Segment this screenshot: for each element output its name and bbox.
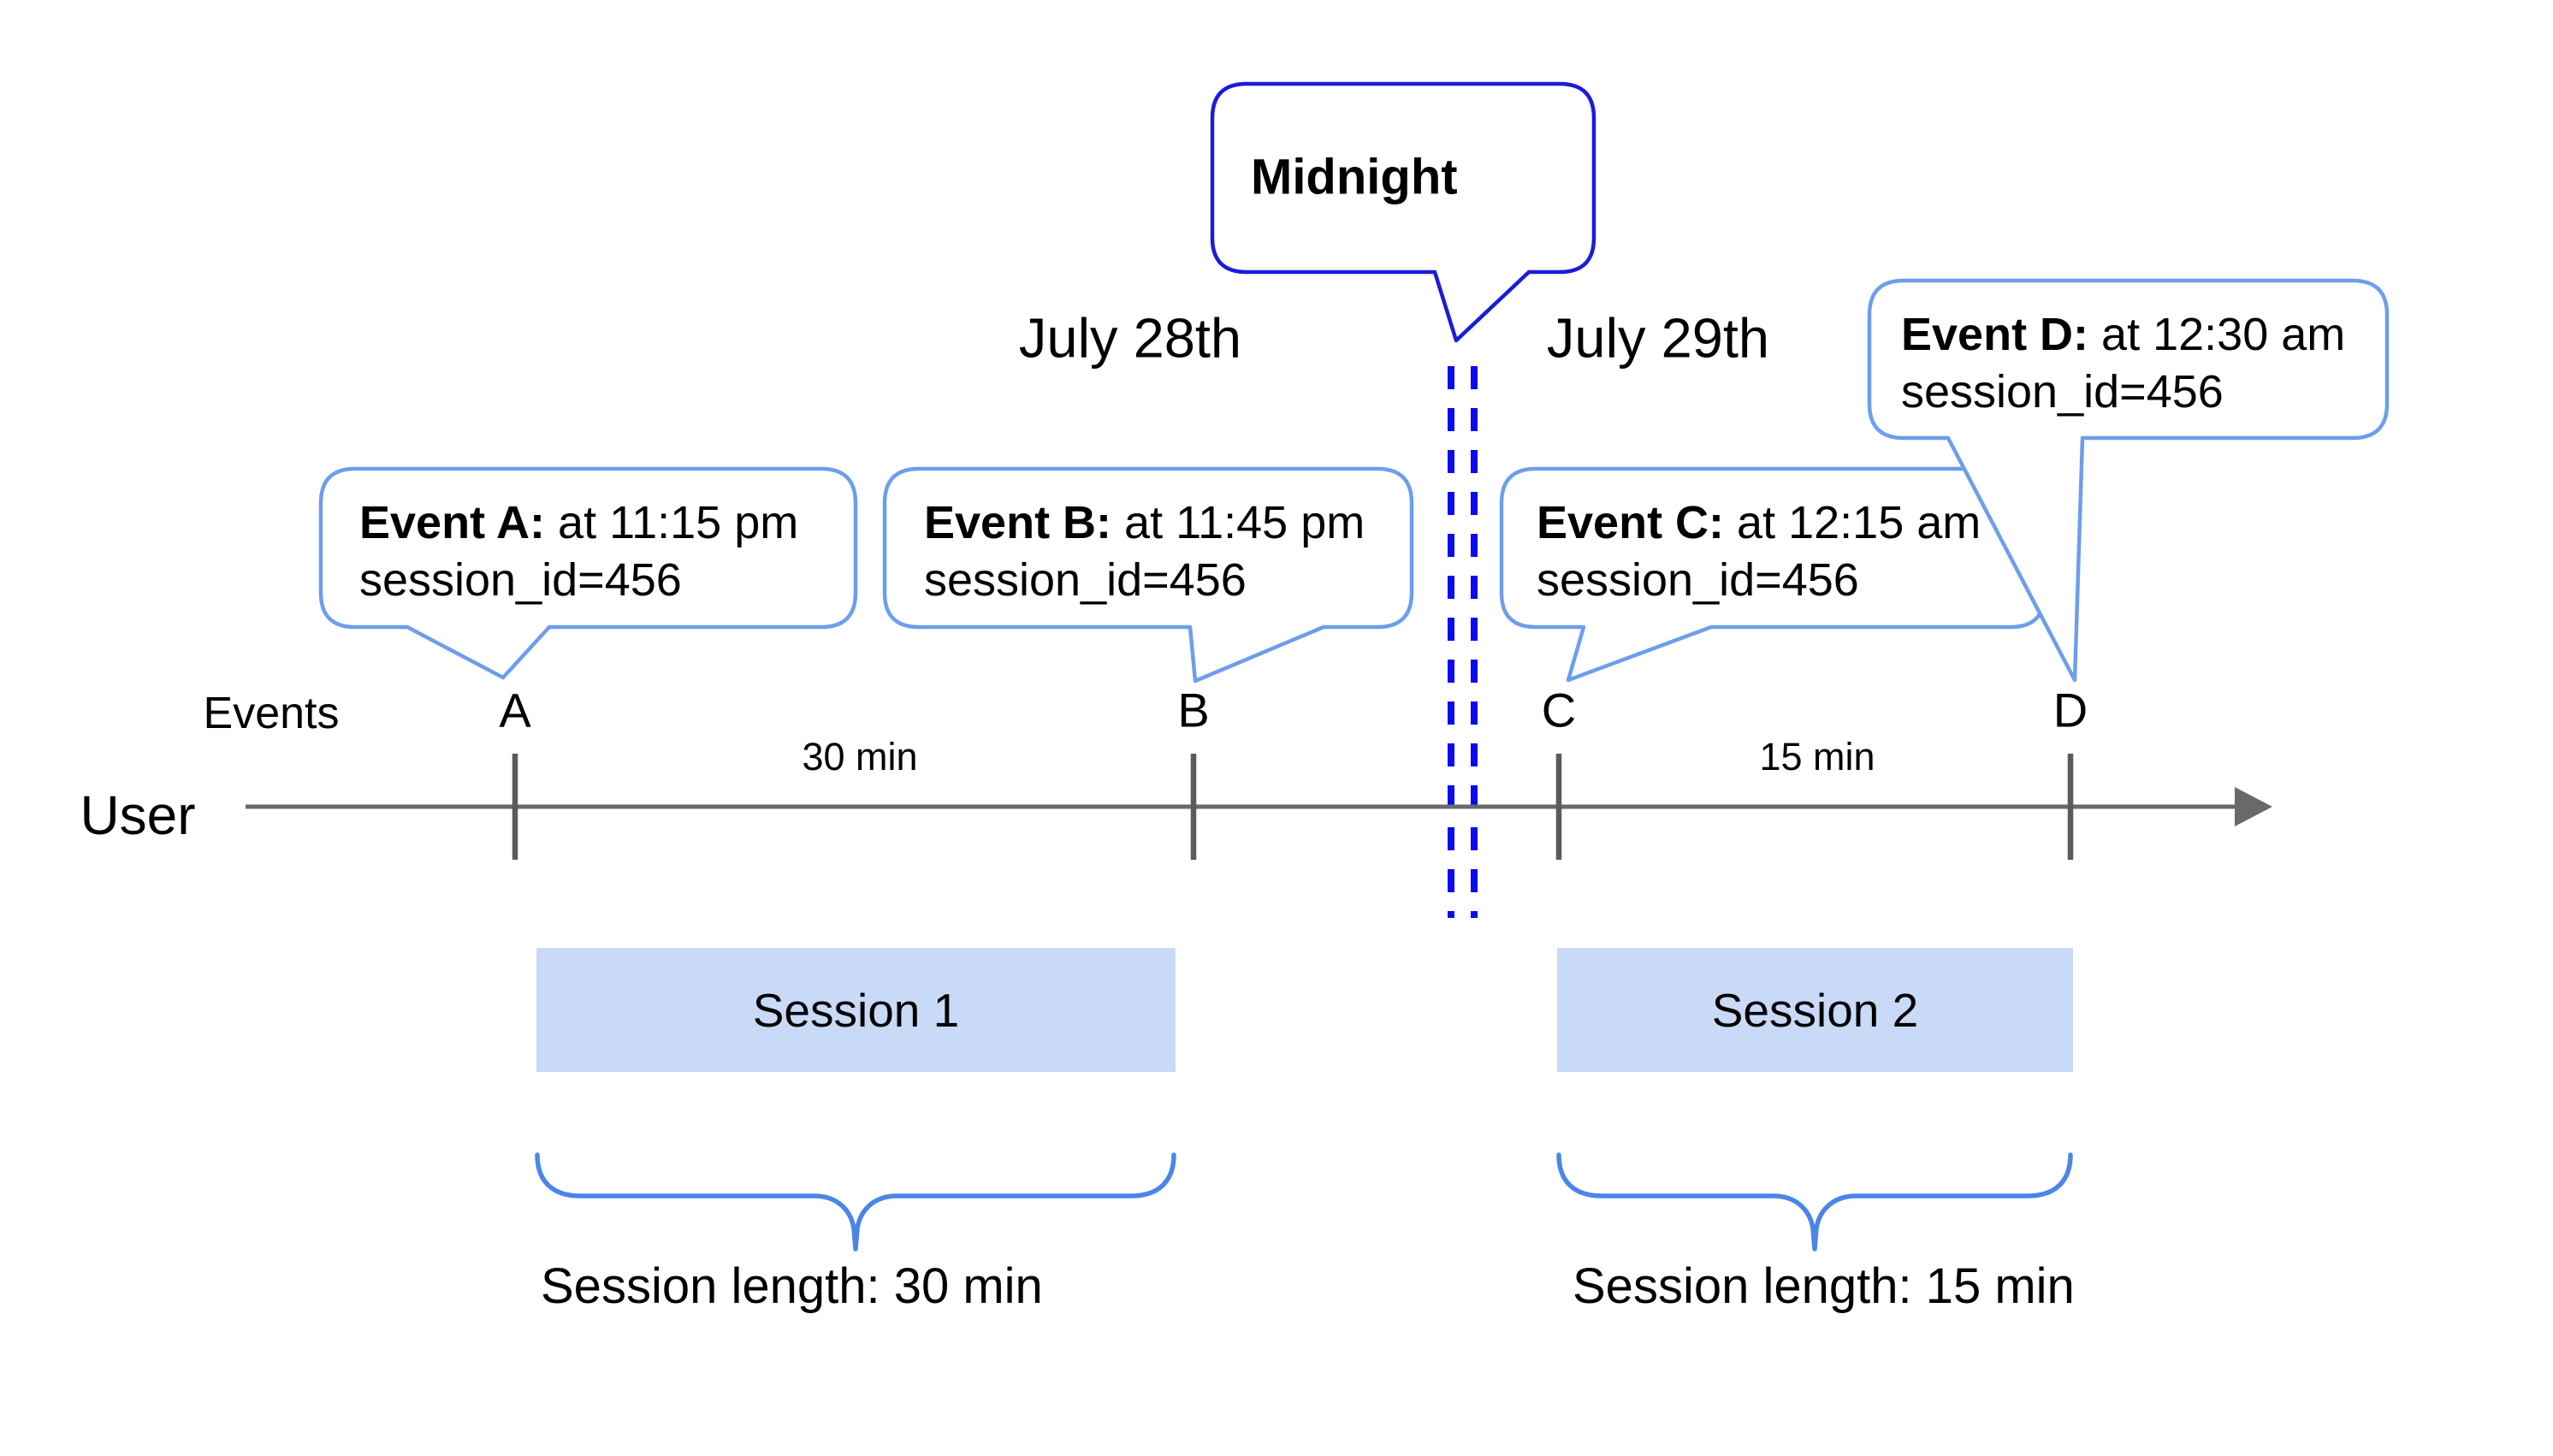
- session-2-label: Session 2: [1711, 983, 1919, 1037]
- event-c-line2: session_id=456: [1537, 554, 1859, 606]
- date-label-july-28: July 28th: [1018, 306, 1242, 370]
- axis-user-label: User: [80, 784, 196, 846]
- event-d-line1: Event D: at 12:30 am: [1901, 309, 2346, 360]
- event-a-line1: Event A: at 11:15 pm: [359, 497, 799, 548]
- session-2-brace: [1556, 1152, 2073, 1252]
- interval-label-15min: 15 min: [1759, 735, 1875, 778]
- session-1-label: Session 1: [752, 983, 960, 1037]
- point-letter-b: B: [1177, 683, 1210, 737]
- event-a-callout-text: Event A: at 11:15 pm session_id=456: [359, 494, 798, 609]
- point-letter-c: C: [1541, 683, 1577, 737]
- event-d-line2: session_id=456: [1901, 366, 2224, 417]
- event-b-bubble-shape: [882, 466, 1414, 684]
- session-2-box: Session 2: [1557, 948, 2073, 1072]
- session-1-box: Session 1: [536, 948, 1176, 1072]
- event-b-line2: session_id=456: [924, 554, 1247, 606]
- event-c-line1: Event C: at 12:15 am: [1537, 497, 1981, 548]
- interval-label-30min: 30 min: [802, 735, 918, 778]
- date-label-july-29: July 29th: [1546, 306, 1770, 370]
- session-1-length-label: Session length: 30 min: [541, 1258, 1043, 1314]
- event-b-callout-text: Event B: at 11:45 pm session_id=456: [924, 494, 1365, 609]
- session-2-length-label: Session length: 15 min: [1573, 1258, 2075, 1314]
- session-1-brace: [535, 1152, 1176, 1252]
- axis-events-label: Events: [203, 689, 340, 738]
- midnight-bubble-shape: [1210, 81, 1596, 343]
- timeline-arrowhead-icon: [2235, 787, 2272, 826]
- midnight-label: Midnight: [1251, 149, 1458, 205]
- event-b-line1: Event B: at 11:45 pm: [924, 497, 1365, 548]
- event-d-bubble-shape: [1867, 278, 2390, 683]
- event-d-callout-text: Event D: at 12:30 am session_id=456: [1901, 306, 2345, 421]
- event-c-callout-text: Event C: at 12:15 am session_id=456: [1537, 494, 1981, 609]
- point-letter-d: D: [2052, 683, 2088, 737]
- event-a-bubble-shape: [318, 466, 858, 680]
- point-letter-a: A: [499, 683, 531, 737]
- event-a-line2: session_id=456: [359, 554, 682, 606]
